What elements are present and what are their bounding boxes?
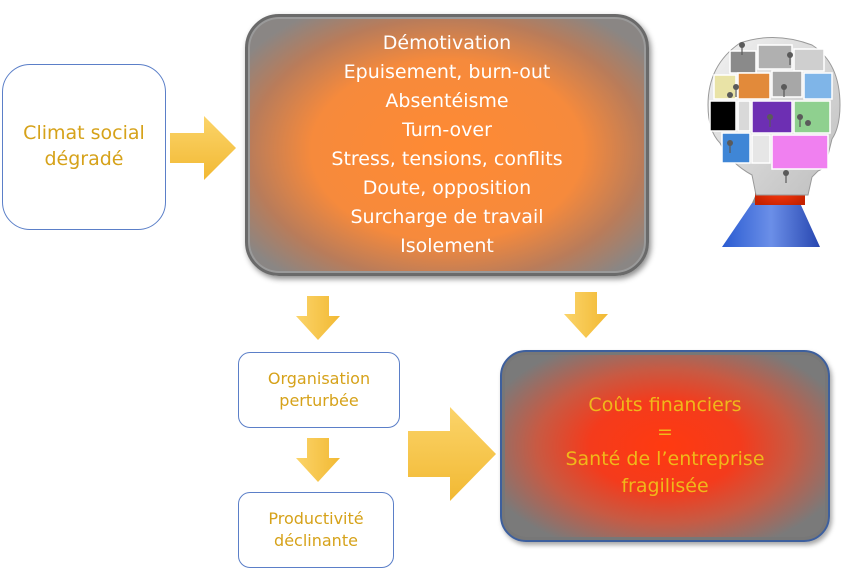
productivite-line-1: Productivité (268, 509, 364, 529)
productivite-box: Productivité déclinante (238, 492, 394, 568)
symptom-demotivation: Démotivation (382, 32, 512, 54)
climat-line-2: dégradé (44, 148, 124, 170)
symptom-absenteisme: Absentéisme (385, 90, 509, 112)
organisation-line-1: Organisation (267, 369, 371, 389)
result-line-2: = (657, 421, 673, 443)
organisation-box: Organisation perturbée (238, 352, 400, 428)
symptom-turn-over: Turn-over (402, 119, 492, 141)
symptom-surcharge: Surcharge de travail (350, 206, 544, 228)
symptoms-box: Démotivation Epuisement, burn-out Absent… (245, 14, 649, 276)
organisation-line-2: perturbée (279, 391, 359, 410)
arrow-right-climat (170, 116, 238, 180)
arrow-down-productivite (296, 438, 340, 482)
climat-line-1: Climat social (23, 122, 145, 145)
result-box: Coûts financiers = Santé de l’entreprise… (500, 350, 830, 542)
symptom-epuisement: Epuisement, burn-out (343, 61, 551, 83)
symptom-doute: Doute, opposition (362, 177, 532, 199)
climat-social-box: Climat social dégradé (2, 64, 166, 230)
head-puzzle-icon (700, 35, 845, 247)
symptom-stress: Stress, tensions, conflits (331, 148, 563, 170)
productivite-line-2: déclinante (274, 531, 358, 550)
arrow-down-organisation (296, 296, 340, 340)
result-line-3: Santé de l’entreprise (565, 448, 765, 470)
result-line-1: Coûts financiers (588, 394, 742, 416)
arrow-right-result (408, 407, 496, 501)
symptom-isolement: Isolement (400, 235, 494, 257)
result-line-4: fragilisée (621, 475, 709, 497)
arrow-down-result (564, 292, 608, 338)
